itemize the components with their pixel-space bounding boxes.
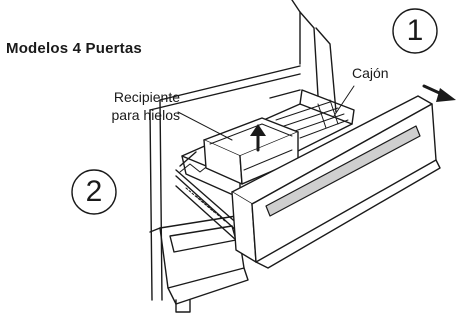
refrigerator-cabinet xyxy=(149,0,337,313)
drawer-leader-line xyxy=(333,85,355,117)
diagram-title: Modelos 4 Puertas xyxy=(6,40,142,57)
step-2-circle xyxy=(71,169,117,215)
drawer-front-panel xyxy=(231,95,441,269)
ice-bin-label-line2: para hielos xyxy=(111,107,181,123)
arrow-right-down-icon xyxy=(422,84,456,102)
drawer-label: Cajón xyxy=(352,65,389,81)
callout-leaders xyxy=(177,85,355,141)
step-2-number: 2 xyxy=(85,175,103,208)
arrow-up-icon xyxy=(250,124,266,152)
ice-bin xyxy=(203,117,299,185)
ice-bin-leader-line xyxy=(177,111,233,141)
lower-freezer-door xyxy=(149,215,249,305)
ice-bin-label-line1: Recipiente xyxy=(113,89,180,105)
ice-bin-label: Recipiente para hielos xyxy=(70,88,181,124)
step-1-number: 1 xyxy=(406,14,424,47)
step-1-circle xyxy=(392,8,438,54)
